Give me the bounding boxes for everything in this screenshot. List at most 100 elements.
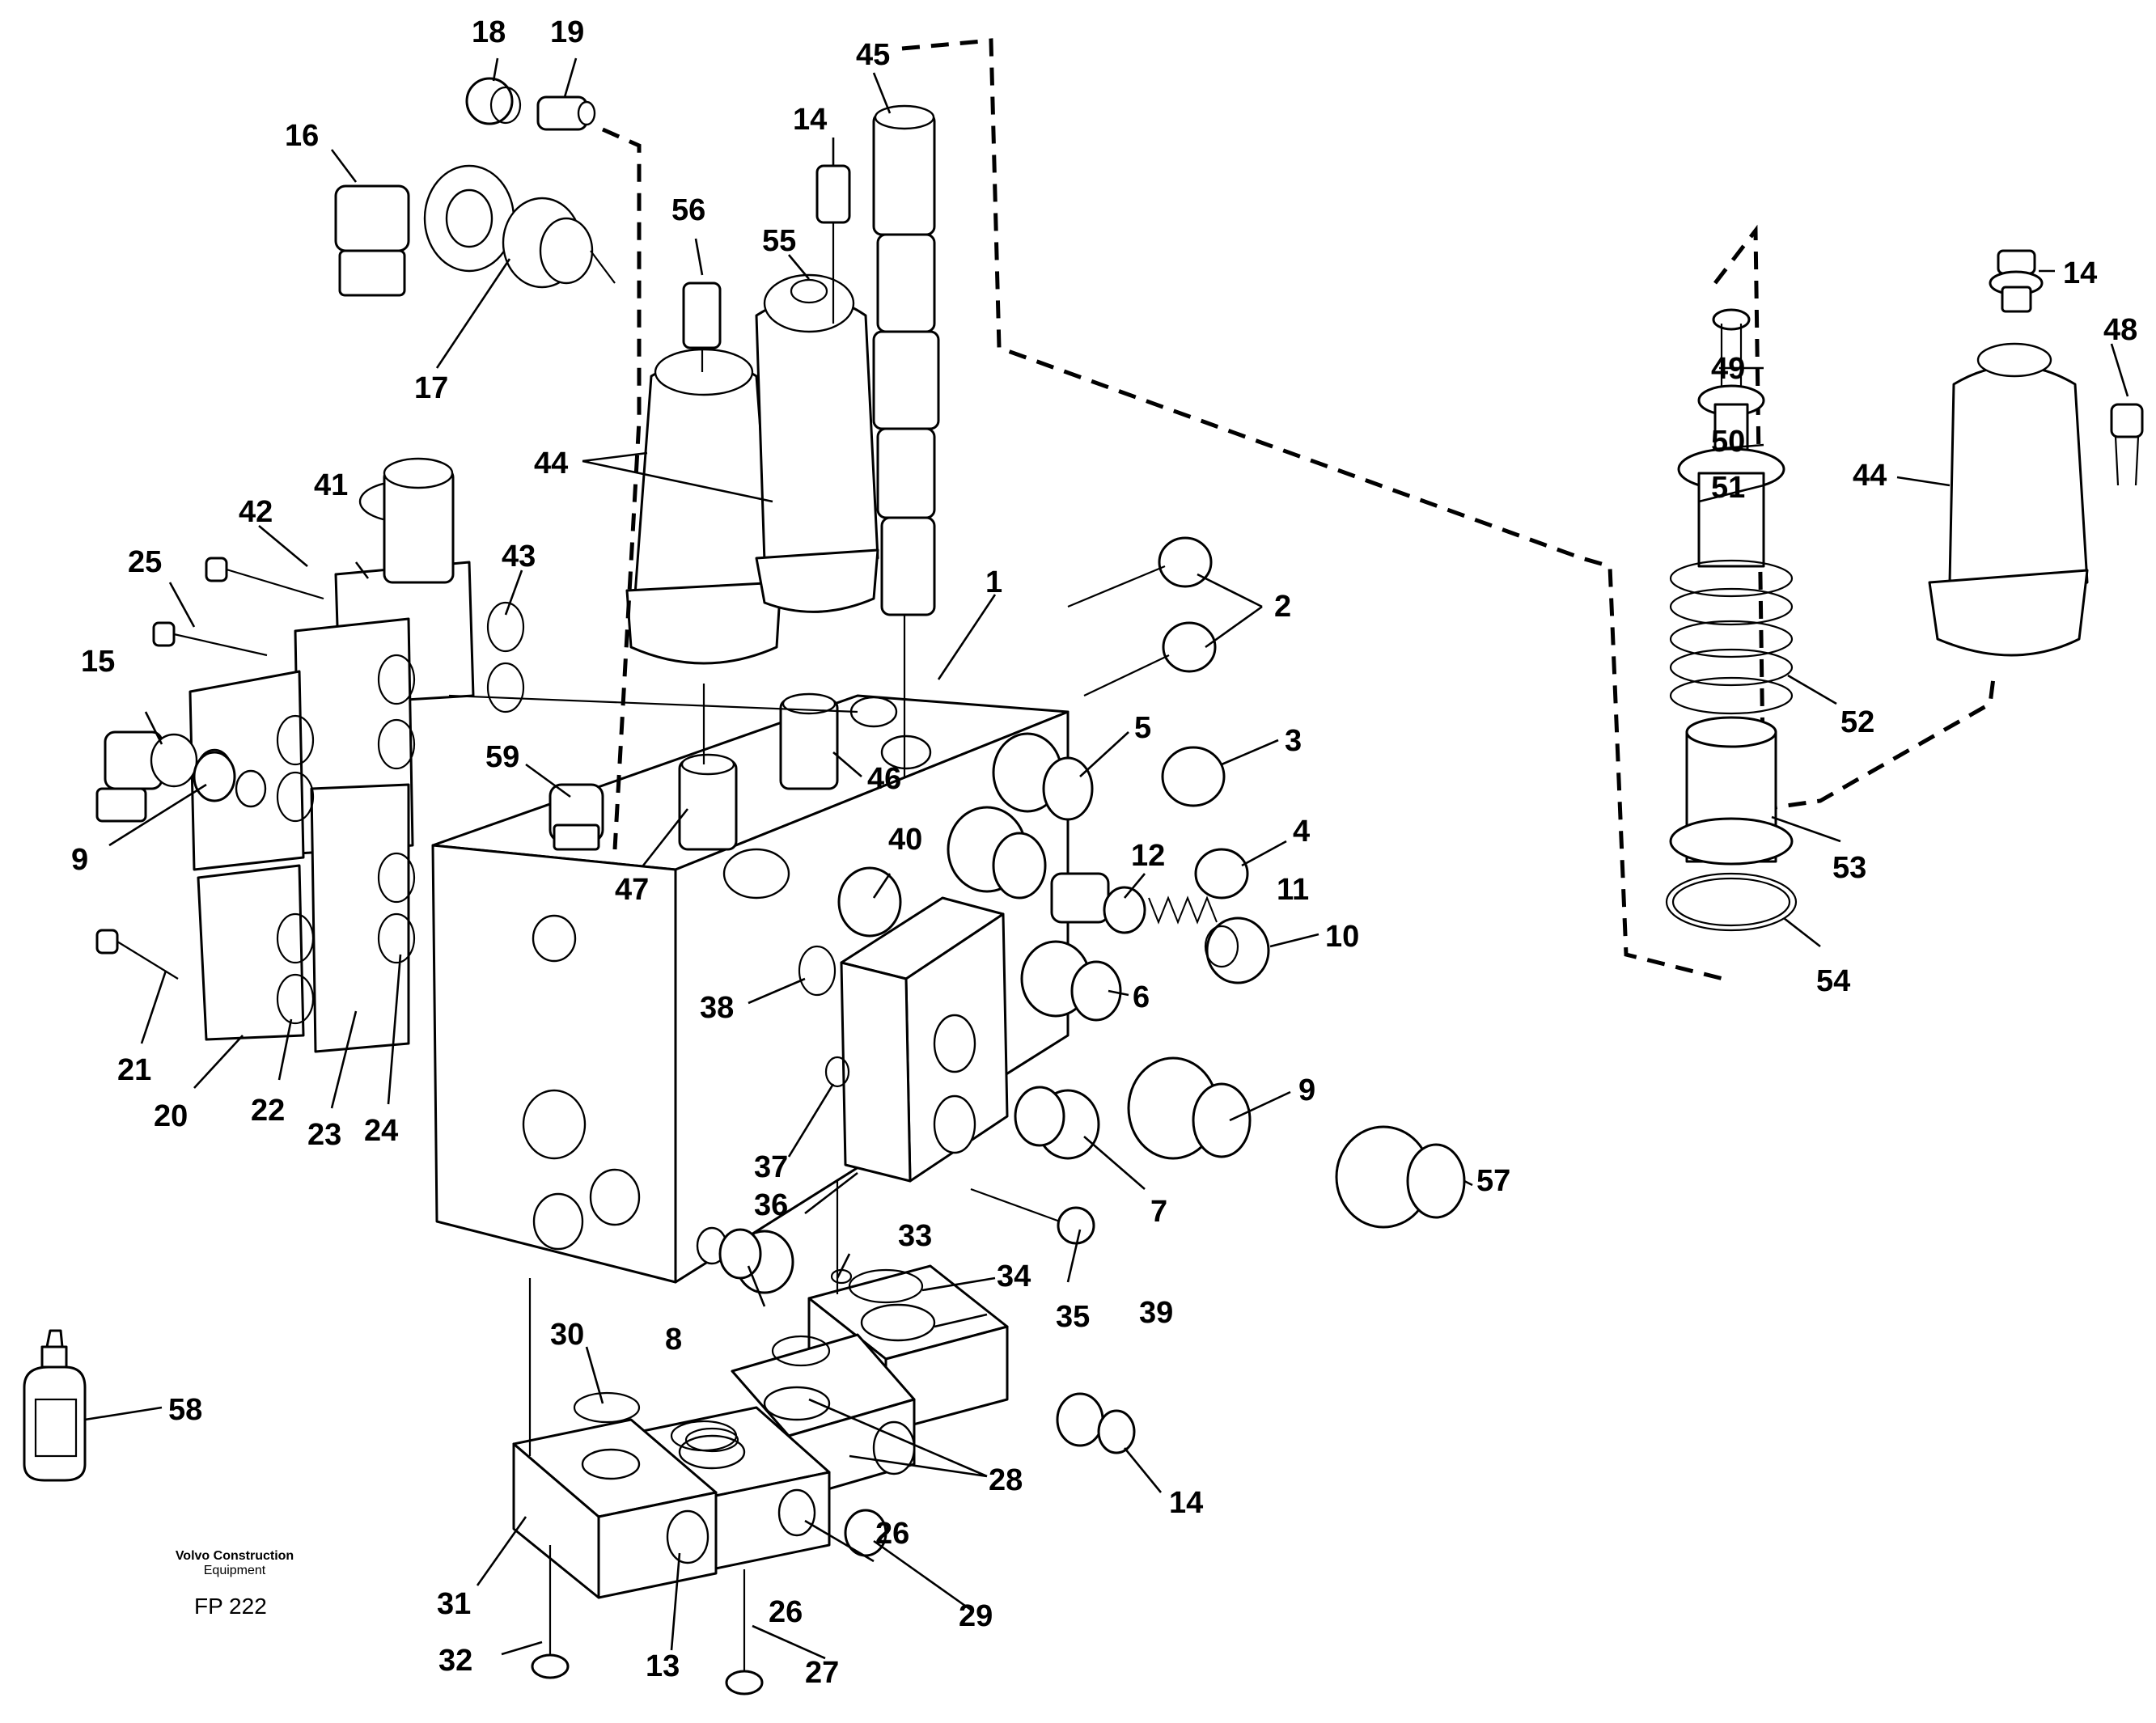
cartridge-45 [872,104,940,712]
callout-34: 34 [997,1259,1031,1293]
callout-41: 41 [314,468,348,502]
callout-40: 40 [888,823,922,857]
bleed-screws-top [682,164,851,372]
solenoid-55 [755,273,879,613]
guide-51 [1677,447,1785,568]
callout-31: 31 [437,1587,471,1621]
callout-23: 23 [307,1118,341,1152]
block-31 [512,1418,718,1599]
elbow-fitting-top [334,164,616,297]
callout-55: 55 [762,224,796,258]
fitting-47 [678,753,738,851]
plug-3 [1161,746,1226,807]
callout-48: 48 [2103,313,2137,347]
callout-2: 2 [1274,590,1291,624]
o-ring-37 [824,1056,850,1088]
adapter-19 [536,95,596,131]
callout-36: 36 [754,1188,788,1222]
callout-5: 5 [1134,711,1151,745]
callout-53: 53 [1832,851,1866,885]
o-ring-38 [798,945,837,997]
callout-25: 25 [128,545,162,579]
callout-14-bottom: 14 [1169,1486,1203,1520]
callout-9-left: 9 [71,843,88,877]
callout-38: 38 [700,991,734,1025]
cap-18 [465,77,522,125]
plug-8 [718,1228,794,1294]
bolt-39 [970,1187,1095,1245]
callout-21: 21 [117,1053,151,1087]
leader-lines [84,57,2129,1660]
callout-58: 58 [168,1393,202,1427]
callout-59: 59 [485,740,519,774]
callout-8: 8 [665,1323,682,1357]
callout-52: 52 [1840,705,1874,739]
seal-54 [1665,872,1798,932]
callout-6: 6 [1133,980,1150,1014]
plug-9-left [193,751,236,802]
callout-39: 39 [1139,1296,1173,1330]
fitting-46 [779,692,839,790]
plug-10 [1204,917,1270,984]
plug-40 [837,866,902,938]
manufacturer-line-2: Equipment [204,1564,266,1577]
manufacturer-line-1: Volvo Construction [176,1549,294,1563]
assembly-guide-lines [448,684,906,1456]
callout-27: 27 [805,1656,839,1690]
callout-54: 54 [1816,964,1850,998]
screw-48 [2110,403,2144,486]
callout-28: 28 [989,1463,1023,1497]
callout-11: 11 [1277,873,1309,907]
fitting-9-right [1127,1056,1252,1160]
callout-29: 29 [959,1599,993,1633]
plug-7 [1014,1086,1100,1160]
bolts-bottom [531,1545,764,1695]
figure-code: FP 222 [194,1594,267,1619]
callout-57: 57 [1476,1164,1510,1198]
figure-footer: Volvo Construction Equipment FP 222 [176,1549,294,1619]
callout-49: 49 [1711,352,1745,386]
washer-50 [1697,384,1765,459]
dashed-connection-lines [601,38,1997,981]
manifold-section-middle [294,617,414,1053]
callout-18: 18 [472,15,506,49]
fitting-14-right [1989,249,2044,313]
callout-20: 20 [154,1099,188,1133]
fitting-12-valve [947,806,1146,934]
callout-4: 4 [1293,815,1310,849]
callout-15: 15 [81,645,115,679]
fitting-5 [992,732,1094,821]
solenoid-44-right [1928,342,2089,657]
callout-45: 45 [856,38,890,72]
callout-16: 16 [285,119,319,153]
callout-1: 1 [985,565,1002,599]
callout-37: 37 [754,1150,788,1184]
callout-13: 13 [646,1649,680,1683]
callout-3: 3 [1285,724,1302,758]
solenoid-44-left [625,348,782,665]
callout-51: 51 [1711,471,1745,505]
callout-24: 24 [364,1114,398,1148]
bottle-58 [23,1329,87,1482]
o-rings-bottom [573,1268,924,1453]
plug-2-lower [1083,621,1217,696]
side-plate-36 [840,896,1009,1183]
callout-14-right: 14 [2063,256,2097,290]
callout-44-right: 44 [1853,459,1887,493]
callout-50: 50 [1711,425,1745,459]
callout-46: 46 [867,762,901,796]
callout-56: 56 [671,193,705,227]
callout-10: 10 [1325,920,1359,954]
manifold-section-lower [188,670,305,1041]
callout-43: 43 [502,540,536,574]
callout-32: 32 [438,1644,472,1678]
callout-17: 17 [414,371,448,405]
plug-2-upper [1067,536,1213,608]
callout-33: 33 [898,1219,932,1253]
callout-7: 7 [1150,1195,1167,1229]
callout-26-lower: 26 [769,1595,803,1629]
callout-19: 19 [550,15,584,49]
callout-47: 47 [615,873,649,907]
o-rings-left [276,601,525,1025]
